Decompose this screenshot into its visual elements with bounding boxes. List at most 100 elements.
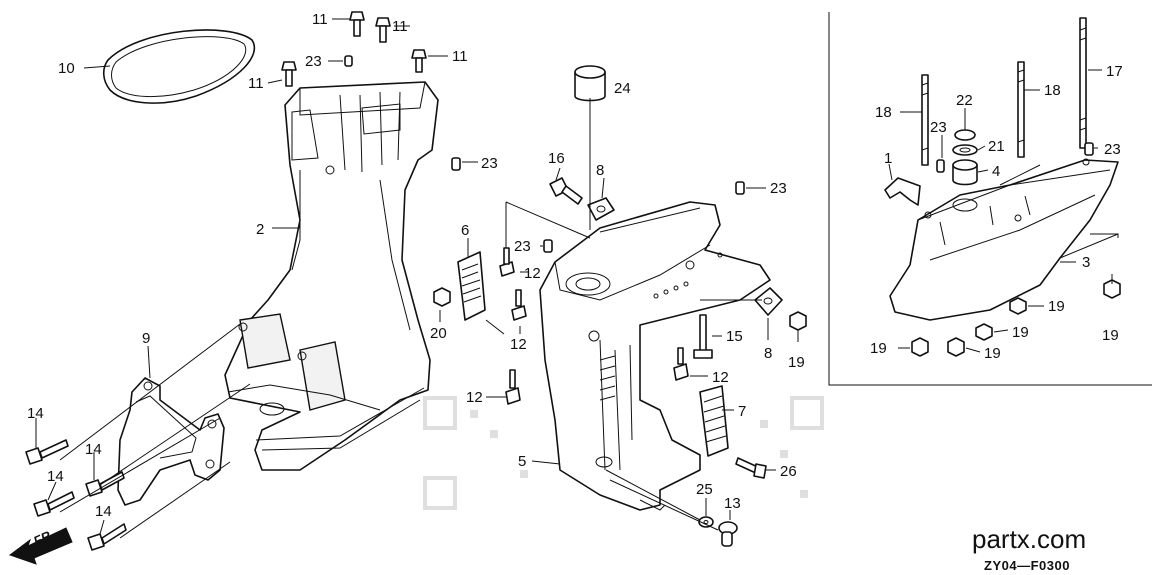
callout-19-e: 19: [870, 340, 887, 357]
bolt-12-b: [511, 289, 527, 321]
callout-14-b: 14: [85, 441, 102, 458]
nut-19-c: [975, 323, 993, 341]
bolt-14-c: [33, 491, 75, 517]
callout-3: 3: [1082, 254, 1090, 271]
callout-10: 10: [58, 60, 75, 77]
callout-19-c: 19: [1012, 324, 1029, 341]
watermark-pattern: [423, 396, 824, 510]
callout-2: 2: [256, 221, 264, 238]
lower-housing-5: [539, 201, 771, 511]
dowel-23-f: [1084, 142, 1094, 156]
callout-8-a: 8: [596, 162, 604, 179]
diagram-code: ZY04—F0300: [984, 558, 1070, 573]
callout-11-c: 11: [452, 48, 468, 65]
dowel-23-c: [735, 181, 745, 195]
bolt-12-a: [499, 247, 515, 277]
bolt-11-c: [411, 49, 427, 73]
bracket-1: [884, 177, 921, 206]
callout-12-b: 12: [510, 336, 527, 353]
washer-21: [952, 144, 978, 156]
callout-23-b: 23: [481, 155, 498, 172]
cavitation-plate-3: [889, 158, 1119, 321]
bolt-16: [549, 177, 583, 205]
callout-5: 5: [518, 453, 526, 470]
dowel-23-e: [936, 159, 945, 173]
callout-12-a: 12: [524, 265, 541, 282]
callout-20: 20: [430, 325, 447, 342]
stud-18-left: [921, 74, 929, 166]
callout-12-d: 12: [712, 369, 729, 386]
callout-7: 7: [738, 403, 746, 420]
callout-8-b: 8: [764, 345, 772, 362]
callout-4: 4: [992, 163, 1000, 180]
callout-23-c: 23: [770, 180, 787, 197]
callout-18-a: 18: [875, 104, 892, 121]
block-8-lower: [754, 287, 783, 316]
bolt-12-d: [673, 347, 689, 381]
callout-19-f: 19: [788, 354, 805, 371]
callout-19-a: 19: [1048, 298, 1065, 315]
leader-lines: [35, 18, 1119, 539]
retainer-22: [954, 129, 976, 141]
callout-23-a: 23: [305, 53, 322, 70]
callout-15: 15: [726, 328, 743, 345]
callout-22: 22: [956, 92, 973, 109]
callout-16: 16: [548, 150, 565, 167]
bolt-12-c: [505, 369, 521, 405]
callout-26: 26: [780, 463, 797, 480]
bolt-11-b: [375, 17, 391, 43]
dowel-23-b: [451, 157, 461, 171]
callout-11-d: 11: [248, 75, 264, 92]
bushing-4: [952, 159, 978, 186]
nut-19-b: [1009, 297, 1027, 315]
nut-19-f: [789, 311, 807, 331]
front-direction-arrow: FR.: [8, 527, 73, 565]
site-watermark: partx.com: [972, 524, 1086, 554]
bolt-11-a: [349, 11, 365, 37]
bolt-15: [693, 314, 713, 359]
dowel-23-d: [543, 239, 553, 253]
callout-25: 25: [696, 481, 713, 498]
nut-19-e: [947, 337, 965, 357]
callout-11-b: 11: [392, 18, 408, 35]
washer-25: [698, 516, 714, 528]
callout-19-d: 19: [984, 345, 1001, 362]
extension-case-2: [224, 81, 439, 471]
block-8-upper: [587, 197, 615, 221]
callout-11-a: 11: [312, 11, 328, 28]
callout-23-f: 23: [1104, 141, 1121, 158]
callout-14-a: 14: [27, 405, 44, 422]
bolt-14-a: [25, 439, 69, 465]
gasket-10: [102, 29, 256, 104]
callout-9: 9: [142, 330, 150, 347]
grommet-7: [699, 385, 729, 457]
callout-24: 24: [614, 80, 631, 97]
callout-23-e: 23: [930, 119, 947, 136]
callout-6: 6: [461, 222, 469, 239]
nut-20: [433, 287, 451, 307]
exhaust-bracket-9: [117, 377, 225, 506]
collar-24: [574, 65, 606, 102]
bolt-14-d: [87, 523, 127, 551]
bolt-26: [735, 457, 767, 479]
stud-17: [1079, 17, 1087, 149]
plug-13: [718, 521, 738, 547]
nut-19-d: [911, 337, 929, 357]
dowel-23-a: [344, 55, 353, 67]
callout-19-b: 19: [1102, 327, 1119, 344]
stud-18-right: [1017, 61, 1025, 158]
callout-14-c: 14: [47, 468, 64, 485]
callout-14-d: 14: [95, 503, 112, 520]
callout-21: 21: [988, 138, 1005, 155]
callout-labels: 10 11 11 11 11 23 23 2 9 14 14 14 14 24 …: [27, 11, 1123, 520]
callout-13: 13: [724, 495, 741, 512]
bolt-11-d: [281, 61, 297, 87]
callout-12-c: 12: [466, 389, 483, 406]
callout-23-d: 23: [514, 238, 531, 255]
callout-18-b: 18: [1044, 82, 1061, 99]
grommet-6: [457, 251, 486, 321]
callout-17: 17: [1106, 63, 1123, 80]
inset-frame: [828, 12, 1152, 386]
callout-1: 1: [884, 150, 892, 167]
